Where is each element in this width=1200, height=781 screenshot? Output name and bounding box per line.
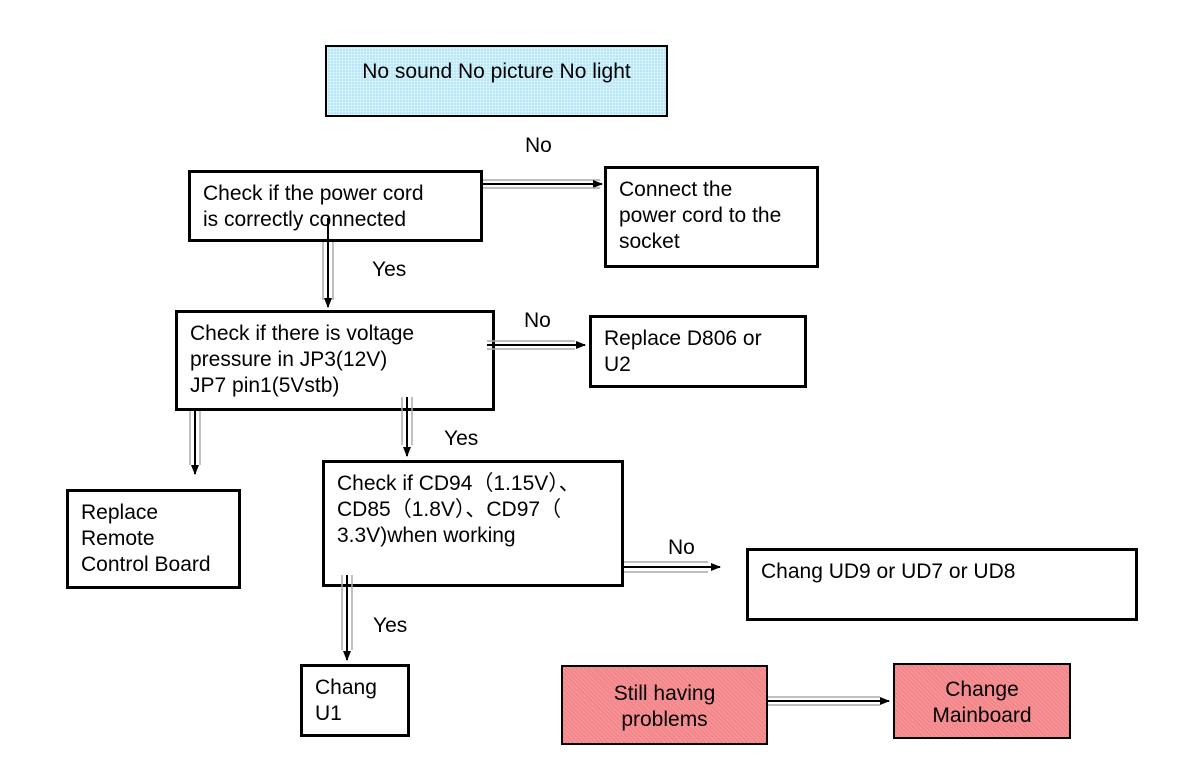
node-connect-cord: Connect the power cord to the socket: [604, 166, 819, 268]
edge-label-yes-2: Yes: [444, 427, 479, 450]
arrow-yes-3: [341, 575, 353, 661]
node-still-problems: Still having problems: [561, 665, 768, 745]
node-replace-d806: Replace D806 or U2: [589, 315, 807, 388]
edge-label-no-2: No: [524, 309, 551, 332]
arrow-yes-2: [401, 397, 413, 457]
node-check-power: Check if the power cord is correctly con…: [188, 170, 483, 242]
node-check-cd: Check if CD94（1.15V）、 CD85（1.8V）、CD97（ 3…: [322, 460, 624, 587]
node-replace-remote: Replace Remote Control Board: [66, 489, 241, 589]
arrow-no-1: [483, 179, 603, 189]
arrow-remote: [189, 411, 201, 475]
arrow-mainboard: [768, 696, 890, 706]
edge-label-no-1: No: [525, 134, 552, 157]
node-start: No sound No picture No light: [325, 45, 668, 117]
node-chang-ud: Chang UD9 or UD7 or UD8: [746, 548, 1138, 621]
node-check-voltage: Check if there is voltage pressure in JP…: [175, 310, 495, 411]
edge-label-yes-3: Yes: [373, 614, 408, 637]
node-change-mainboard: Change Mainboard: [893, 663, 1071, 739]
arrow-yes-1: [322, 218, 334, 308]
edge-label-no-3: No: [668, 536, 695, 559]
node-chang-u1: Chang U1: [300, 664, 410, 737]
arrow-no-3: [624, 561, 721, 573]
arrow-no-2: [487, 340, 586, 350]
edge-label-yes-1: Yes: [372, 258, 407, 281]
